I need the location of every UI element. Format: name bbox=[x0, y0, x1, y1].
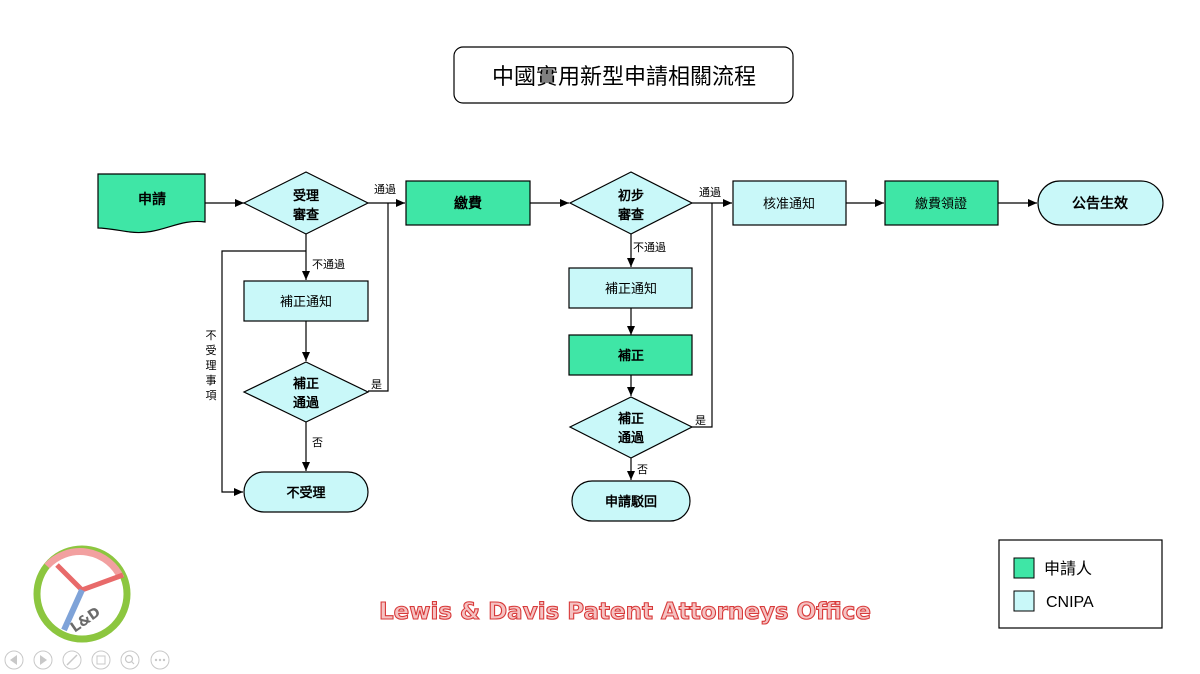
node-label: 申請駁回 bbox=[605, 494, 657, 510]
label-char: 受 bbox=[206, 344, 217, 357]
node-label: 初步 bbox=[618, 188, 644, 204]
footer-company-name: Lewis & Davis Patent Attorneys Office bbox=[379, 599, 871, 625]
node-prelim-review: 初步 審查 bbox=[570, 172, 692, 234]
node-publication: 公告生效 bbox=[1038, 181, 1163, 225]
node-accept-review: 受理 審查 bbox=[244, 172, 368, 234]
zoom-icon[interactable] bbox=[121, 651, 139, 669]
edge-label-not-accepted-matter: 不 受 理 事 項 bbox=[206, 329, 217, 402]
legend-label-cnipa: CNIPA bbox=[1046, 594, 1094, 611]
legend: 申請人 CNIPA bbox=[999, 540, 1162, 628]
node-label: 公告生效 bbox=[1072, 195, 1129, 212]
previous-slide-icon[interactable] bbox=[5, 651, 23, 669]
node-label: 不受理 bbox=[286, 485, 325, 501]
node-label: 受理 bbox=[293, 188, 319, 204]
pen-icon[interactable] bbox=[63, 651, 81, 669]
node-correction-notice-1: 補正通知 bbox=[244, 281, 368, 321]
label-char: 項 bbox=[206, 389, 217, 402]
node-correction-pass-1: 補正 通過 bbox=[244, 362, 368, 422]
node-label: 審查 bbox=[292, 207, 320, 223]
edge-label-pass-2: 通過 bbox=[699, 186, 721, 199]
slideshow-controls bbox=[5, 651, 169, 669]
diagram-title: 中國實用新型申請相關流程 bbox=[492, 65, 756, 90]
title-box: 中國實用新型申請相關流程 bbox=[454, 47, 793, 103]
node-fee-certificate: 繳費領證 bbox=[885, 181, 998, 225]
label-char: 事 bbox=[206, 374, 217, 387]
node-label: 通過 bbox=[618, 430, 645, 446]
node-approval-notice: 核准通知 bbox=[733, 181, 846, 225]
edge-label-no-1: 否 bbox=[312, 436, 323, 449]
company-logo: L&D bbox=[37, 549, 127, 639]
label-char: 理 bbox=[206, 359, 217, 372]
edge-label-yes-1: 是 bbox=[371, 378, 382, 391]
node-label: 補正 bbox=[617, 348, 644, 364]
legend-label-applicant: 申請人 bbox=[1044, 559, 1092, 578]
edge-label-yes-2: 是 bbox=[695, 414, 706, 427]
next-slide-icon[interactable] bbox=[34, 651, 52, 669]
node-label: 補正通知 bbox=[280, 294, 332, 310]
edge-label-fail-1: 不通過 bbox=[312, 258, 345, 271]
node-not-accepted: 不受理 bbox=[244, 472, 368, 512]
node-label: 通過 bbox=[293, 395, 320, 411]
node-rejection: 申請駁回 bbox=[572, 481, 690, 521]
node-label: 補正 bbox=[617, 411, 644, 427]
node-label: 核准通知 bbox=[763, 196, 815, 212]
edge-label-pass-1: 通過 bbox=[374, 183, 396, 196]
legend-swatch-applicant bbox=[1014, 558, 1034, 578]
label-char: 不 bbox=[206, 329, 217, 342]
edge-label-no-2: 否 bbox=[637, 463, 648, 476]
node-label: 補正 bbox=[292, 376, 319, 392]
node-label: 繳費 bbox=[454, 195, 482, 212]
node-fee: 繳費 bbox=[406, 181, 530, 225]
node-label: 補正通知 bbox=[605, 281, 657, 297]
legend-swatch-cnipa bbox=[1014, 591, 1034, 611]
node-correction-notice-2: 補正通知 bbox=[569, 268, 692, 308]
node-label: 繳費領證 bbox=[915, 196, 967, 212]
node-label: 審查 bbox=[617, 207, 645, 223]
node-label: 申請 bbox=[138, 191, 166, 208]
node-correction-pass-2: 補正 通過 bbox=[570, 397, 692, 458]
slides-overview-icon[interactable] bbox=[92, 651, 110, 669]
node-apply: 申請 bbox=[98, 174, 205, 233]
edge-label-fail-2: 不通過 bbox=[633, 241, 666, 254]
more-options-icon[interactable] bbox=[151, 651, 169, 669]
node-correction: 補正 bbox=[569, 335, 692, 375]
